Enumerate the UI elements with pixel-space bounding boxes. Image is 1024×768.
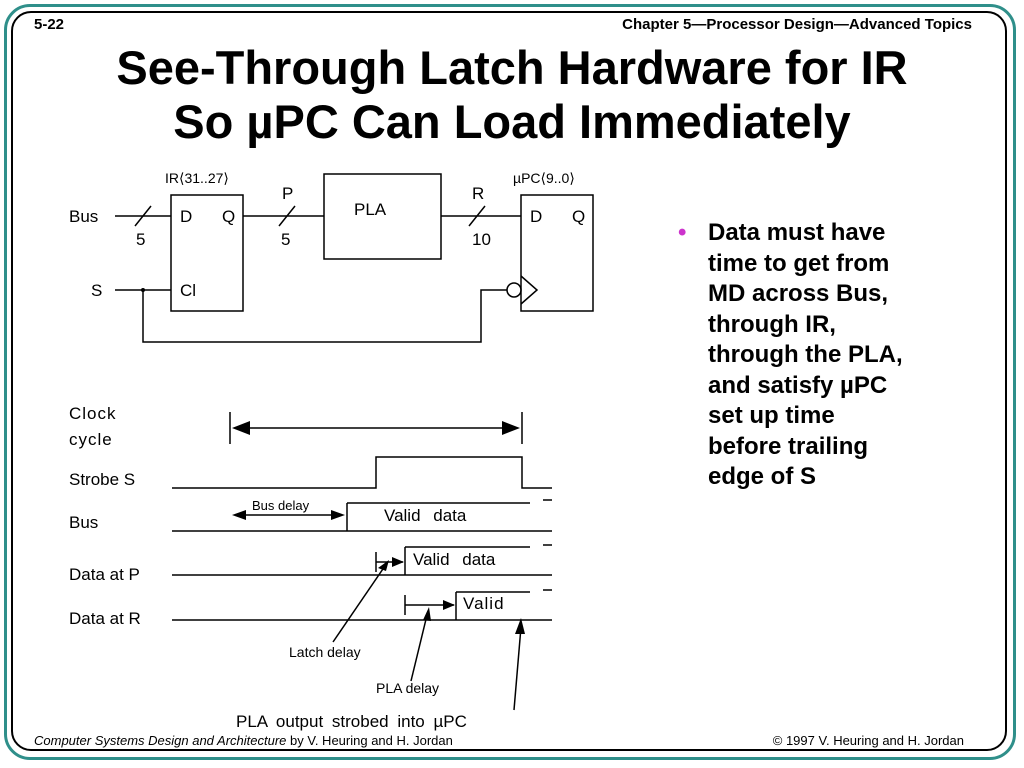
clock-cycle-right-arrowhead bbox=[502, 421, 520, 435]
footer-authors: by V. Heuring and H. Jordan bbox=[286, 733, 453, 748]
upc-d-label: D bbox=[530, 207, 542, 226]
upc-register-box bbox=[520, 194, 594, 312]
bus-delay-label: Bus delay bbox=[252, 498, 310, 513]
footer-book-title: Computer Systems Design and Architecture bbox=[34, 733, 287, 748]
slide-inner-frame bbox=[11, 11, 1007, 751]
latch-delay-right-arrowhead bbox=[392, 557, 404, 567]
bus-delay-left-arrowhead bbox=[232, 510, 246, 520]
clock-cycle-left-arrowhead bbox=[232, 421, 250, 435]
pla-delay-label: PLA delay bbox=[376, 680, 439, 696]
bullet-marker: • bbox=[678, 219, 687, 246]
r-width-slash bbox=[468, 205, 486, 227]
data-p-label: Data at P bbox=[69, 565, 140, 584]
page-number: 5-22 bbox=[34, 16, 65, 33]
clock-bubble bbox=[506, 282, 522, 298]
cycle-label: cycle bbox=[69, 430, 113, 449]
latch-delay-callout-head bbox=[378, 560, 389, 571]
data-r-label: Data at R bbox=[69, 609, 141, 628]
pla-output-callout-head bbox=[515, 618, 525, 634]
footer-book-credit: Computer Systems Design and Architecture… bbox=[34, 733, 453, 748]
chapter-header: Chapter 5—Processor Design—Advanced Topi… bbox=[622, 16, 972, 33]
bus-input-label: Bus bbox=[69, 207, 98, 226]
r-width-label: 10 bbox=[472, 230, 491, 249]
ir-latch-box bbox=[170, 194, 244, 312]
latch-delay-callout bbox=[332, 562, 388, 643]
pla-output-label: PLA output strobed into µPC bbox=[236, 712, 467, 731]
pla-output-callout bbox=[513, 626, 522, 711]
s-feedback-wire bbox=[142, 289, 507, 343]
ir-d-label: D bbox=[180, 207, 192, 226]
slide-title-line-1: See-Through Latch Hardware for IR bbox=[116, 41, 908, 94]
pla-delay-right-arrowhead bbox=[443, 600, 455, 610]
slide-title-line-2: So µPC Can Load Immediately bbox=[173, 95, 851, 148]
bus-width-label: 5 bbox=[136, 230, 145, 249]
pla-delay-callout bbox=[410, 610, 429, 682]
ir-cl-label: Cl bbox=[180, 281, 196, 300]
r-label: R bbox=[472, 184, 484, 203]
bus-timing-label: Bus bbox=[69, 513, 98, 532]
bus-width-slash bbox=[134, 205, 152, 227]
upc-label: µPC⟨9..0⟩ bbox=[513, 170, 575, 186]
s-junction-dot bbox=[141, 288, 145, 292]
strobe-waveform bbox=[172, 456, 552, 489]
footer-copyright: © 1997 V. Heuring and H. Jordan bbox=[772, 733, 964, 748]
s-input-label: S bbox=[91, 281, 102, 300]
p-label: P bbox=[282, 184, 293, 203]
pla-delay-callout-head bbox=[423, 607, 431, 621]
bus-delay-right-arrowhead bbox=[331, 510, 345, 520]
p-width-slash bbox=[278, 205, 296, 227]
valid-data-p-label: Valid data bbox=[413, 550, 496, 569]
p-width-label: 5 bbox=[281, 230, 290, 249]
clock-label: Clock bbox=[69, 404, 117, 423]
ir-label: IR⟨31..27⟩ bbox=[165, 170, 229, 186]
valid-r-label: Valid bbox=[463, 594, 505, 613]
ir-q-label: Q bbox=[222, 207, 235, 226]
clock-triangle bbox=[520, 275, 539, 305]
pla-label: PLA bbox=[354, 200, 387, 219]
strobe-label: Strobe S bbox=[69, 470, 135, 489]
bullet-text: Data must have time to get from MD acros… bbox=[708, 219, 903, 490]
latch-delay-label: Latch delay bbox=[289, 644, 361, 660]
slide-outer-frame bbox=[4, 4, 1016, 760]
valid-data-bus-label: Valid data bbox=[384, 506, 467, 525]
upc-q-label: Q bbox=[572, 207, 585, 226]
